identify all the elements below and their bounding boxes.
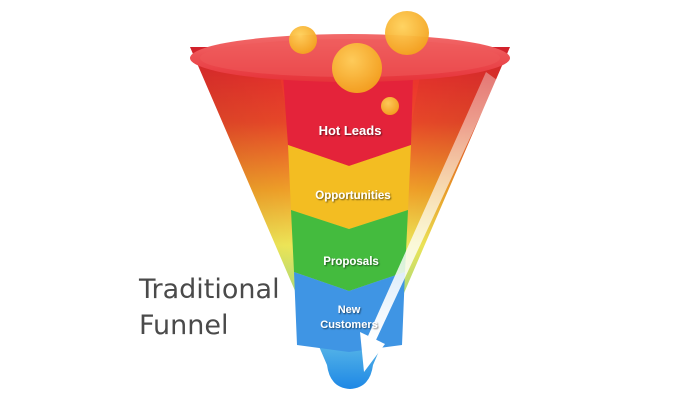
stage-label-hot-leads: Hot Leads (319, 123, 382, 138)
stage-label-new: New (338, 304, 361, 316)
bubble (385, 11, 429, 55)
stage-label-proposals: Proposals (323, 256, 379, 268)
stage-band (283, 75, 413, 352)
down-arrow-icon (360, 72, 497, 372)
stage-hot-leads-shape (283, 75, 413, 166)
stage-proposals-shape (291, 210, 408, 291)
bubble (332, 43, 382, 93)
funnel-shade-left (190, 47, 335, 389)
stage-label-customers: Customers (320, 319, 377, 331)
funnel-shade-right (365, 47, 510, 389)
bubble (289, 26, 317, 54)
diagram-title-line-1: Traditional (139, 274, 280, 305)
stage-label-opportunities: Opportunities (315, 190, 390, 202)
bubble (381, 97, 399, 115)
stage-opportunities-shape (288, 145, 411, 229)
diagram-title-line-2: Funnel (139, 310, 229, 341)
